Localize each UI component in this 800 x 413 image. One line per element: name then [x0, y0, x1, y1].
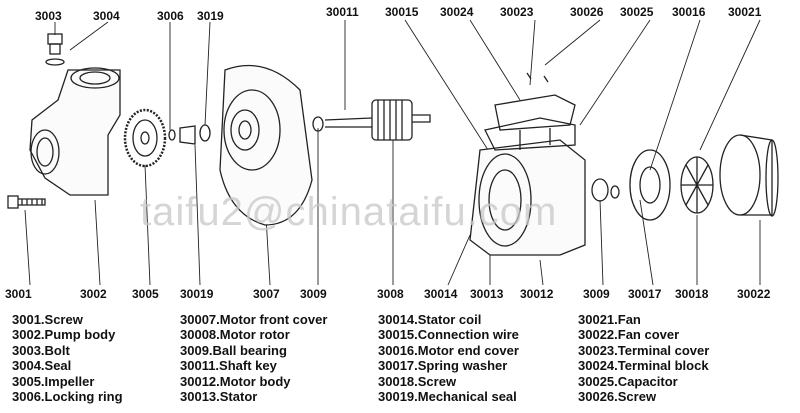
callout-label: 3003 — [35, 9, 62, 23]
callout-label: 30024 — [440, 5, 474, 19]
callout-label: 30026 — [570, 5, 604, 19]
callout-label: 30018 — [675, 287, 709, 301]
mechanical-seal-part — [168, 124, 211, 145]
callout-label: 30017 — [628, 287, 662, 301]
callout-label: 3005 — [132, 287, 159, 301]
legend-item: 30014.Stator coil — [378, 312, 482, 327]
legend-item: 30018.Screw — [378, 373, 457, 389]
impeller-3005-part — [123, 108, 167, 168]
motor-body-30012-part — [469, 94, 586, 256]
fan-30021-part — [680, 156, 714, 214]
callout-label: 30012 — [520, 287, 554, 301]
front-cover-3007-part — [219, 64, 313, 226]
callout-label: 3007 — [253, 287, 280, 301]
parts-drawing — [7, 19, 779, 286]
legend-item: 30017.Spring washer — [378, 358, 508, 374]
legend-item: 30024.Terminal block — [578, 358, 709, 374]
legend-item: 30015.Connection wire — [378, 327, 519, 343]
legend-item: 30008.Motor rotor — [180, 327, 290, 343]
callout-label: 30019 — [180, 287, 214, 301]
legend-item: 30019.Mechanical seal — [378, 389, 517, 405]
legend-item: 30013.Stator — [180, 389, 258, 405]
callout-label: 30025 — [620, 5, 654, 19]
screw-3001-part — [7, 195, 46, 209]
callout-label: 30021 — [728, 5, 762, 19]
bearing-3009-part — [312, 116, 324, 132]
legend-item: 30011.Shaft key — [180, 358, 277, 374]
legend-item: 3009.Ball bearing — [180, 342, 287, 358]
callout-label: 3001 — [5, 287, 32, 301]
callout-label: 3009 — [300, 287, 327, 301]
callout-label: 30013 — [470, 287, 504, 301]
legend-column-4: 30021.Fan 30022.Fan cover 30023.Terminal… — [578, 312, 709, 404]
callout-label: 3004 — [93, 9, 120, 23]
legend-item: 30023.Terminal cover — [578, 342, 710, 358]
callout-label: 3019 — [197, 9, 224, 23]
legend-item: 3002.Pump body — [12, 327, 116, 343]
legend-column-1: 3001.Screw 3002.Pump body 3003.Bolt 3004… — [12, 312, 123, 404]
legend-item: 30012.Motor body — [180, 373, 291, 389]
fan-cover-30022-part — [719, 134, 779, 217]
legend-item: 3003.Bolt — [12, 342, 70, 358]
watermark: taifu2@chinataifu.com — [140, 190, 558, 234]
callout-label: 3006 — [157, 9, 184, 23]
leader-lines — [24, 19, 761, 286]
bearing-3009-rear-part — [591, 178, 609, 202]
callout-label: 30014 — [424, 287, 458, 301]
legend-item: 30007.Motor front cover — [180, 312, 328, 327]
callout-label: 30016 — [672, 5, 706, 19]
end-cover-30016-part — [629, 149, 671, 221]
screws-30026-part — [526, 72, 549, 83]
legend-column-2: 30007.Motor front cover 30008.Motor roto… — [180, 312, 327, 404]
callout-label: 3002 — [80, 287, 107, 301]
pump-body-3002-part — [29, 67, 121, 196]
callout-label: 30022 — [737, 287, 771, 301]
legend-item: 3001.Screw — [12, 312, 83, 327]
legend-item: 3005.Impeller — [12, 373, 95, 389]
callout-label: 30011 — [326, 5, 359, 19]
legend-item: 30021.Fan — [578, 312, 641, 327]
legend-item: 3006.Locking ring — [12, 389, 123, 405]
legend-column-3: 30014.Stator coil 30015.Connection wire … — [378, 312, 519, 404]
rotor-3008-part — [324, 99, 431, 141]
legend-item: 3004.Seal — [12, 358, 72, 374]
callout-label: 30023 — [500, 5, 534, 19]
callout-label: 3008 — [377, 287, 404, 301]
bolt-3003-part — [45, 33, 65, 66]
legend-item: 30025.Capacitor — [578, 373, 678, 389]
callout-label: 30015 — [385, 5, 419, 19]
legend-item: 30016.Motor end cover — [378, 342, 519, 358]
callout-label: 3009 — [583, 287, 610, 301]
legend-item: 30022.Fan cover — [578, 327, 680, 343]
legend-item: 30026.Screw — [578, 389, 657, 405]
